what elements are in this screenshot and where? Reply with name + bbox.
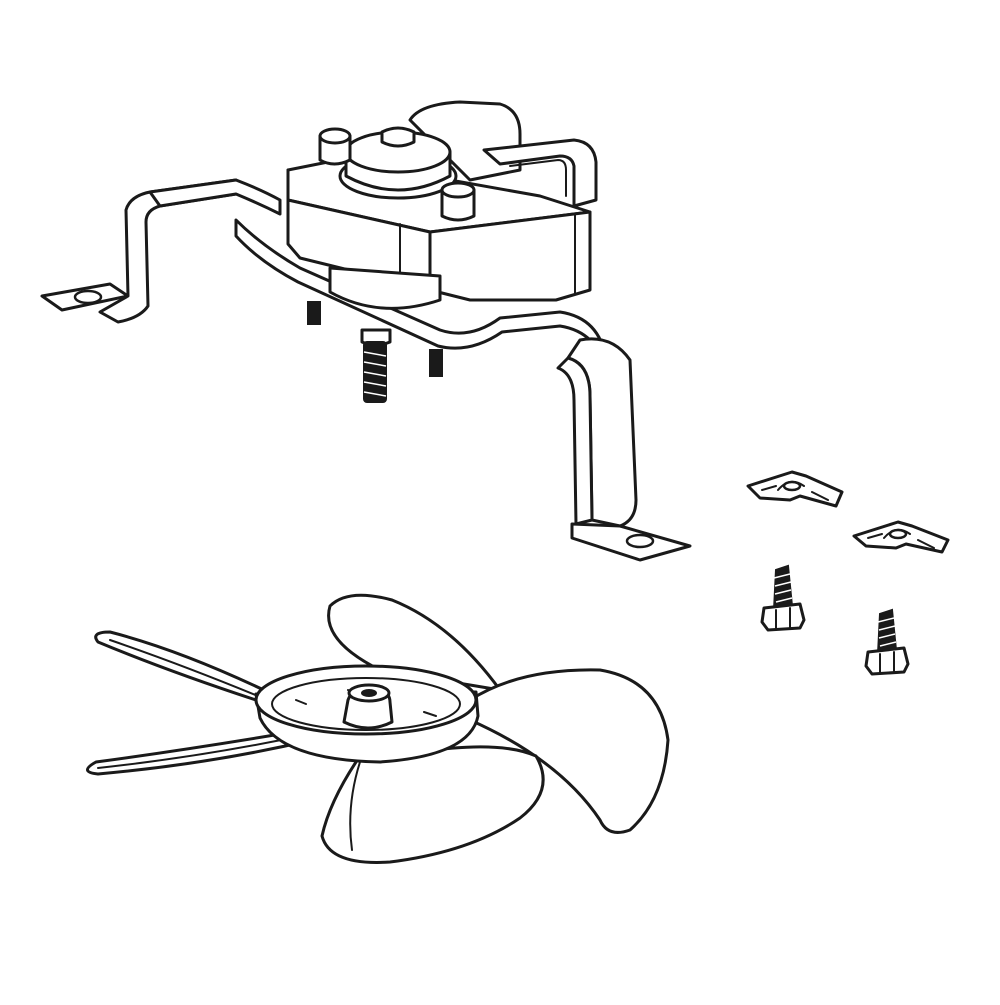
motor-rear-frame <box>408 100 522 182</box>
fan-blade <box>86 593 670 864</box>
bracket-right-foot-hole <box>625 533 655 549</box>
motor-coil-cage-inner <box>509 159 567 197</box>
speed-clip-2 <box>852 520 950 554</box>
fan-blade-right <box>468 668 670 834</box>
speed-clip-1 <box>746 470 844 508</box>
bracket-top-strap <box>148 178 282 216</box>
fan-hub-ring-inner <box>271 677 461 731</box>
mounting-bracket <box>40 178 692 562</box>
motor-stud-left <box>307 301 321 325</box>
fan-blade-back-upper <box>327 593 502 692</box>
motor-shaft <box>380 126 416 148</box>
motor-stud-center <box>360 328 392 403</box>
screw-2 <box>864 608 910 676</box>
screw-1 <box>760 564 806 632</box>
fan-hub-bore <box>361 689 377 697</box>
bracket-right-leg-side <box>556 356 594 526</box>
bracket-left-foot-hole <box>73 289 103 305</box>
bracket-left-leg <box>98 178 238 324</box>
motor-lower-disc <box>328 266 442 310</box>
fan-motor <box>286 100 598 403</box>
motor-stud-right <box>429 349 443 377</box>
fan-blade-front <box>320 745 545 864</box>
motor-top-bolt-left <box>318 127 352 166</box>
motor-top-bolt-right <box>440 181 476 222</box>
